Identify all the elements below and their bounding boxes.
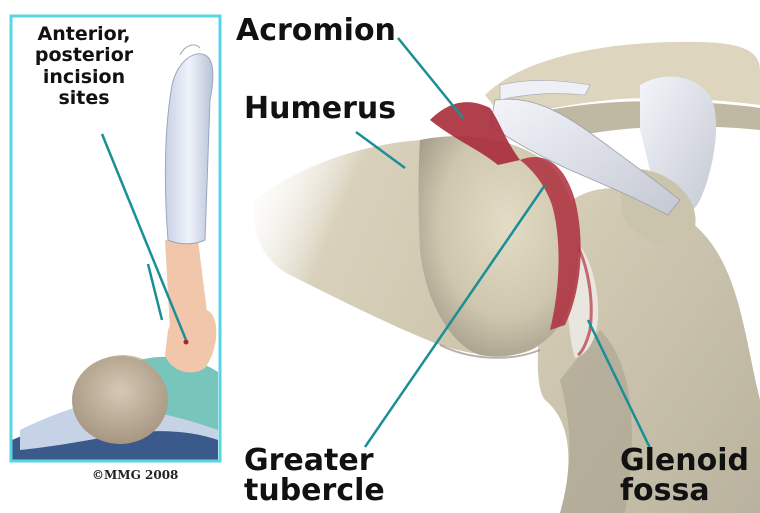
label-greater-tubercle-line1: Greater [244, 446, 385, 476]
incision-site-marker [184, 340, 189, 345]
label-glenoid-fossa-line2: fossa [620, 476, 749, 506]
label-glenoid-fossa: Glenoid fossa [620, 446, 749, 506]
label-incision-line4: sites [14, 88, 154, 109]
label-incision-line3: incision [14, 67, 154, 88]
copyright-credit: ©MMG 2008 [92, 468, 178, 482]
label-humerus: Humerus [244, 94, 396, 124]
label-greater-tubercle: Greater tubercle [244, 446, 385, 506]
label-glenoid-fossa-line1: Glenoid [620, 446, 749, 476]
humerus [254, 136, 578, 358]
label-incision-line1: Anterior, [14, 24, 154, 45]
label-incision-sites: Anterior, posterior incision sites [14, 24, 154, 109]
label-greater-tubercle-line2: tubercle [244, 476, 385, 506]
leader-acromion [398, 38, 463, 118]
label-acromion: Acromion [236, 16, 396, 46]
label-incision-line2: posterior [14, 45, 154, 66]
